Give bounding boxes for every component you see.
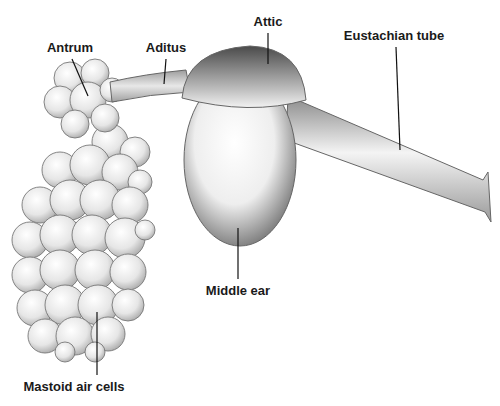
eustachian-tube-shape xyxy=(286,96,491,222)
part-label: Aditus xyxy=(144,40,188,55)
leader-line xyxy=(96,312,97,375)
leader-line xyxy=(396,47,400,150)
part-label: Attic xyxy=(252,14,285,29)
aditus-shape xyxy=(110,70,190,102)
leader-lines xyxy=(72,33,400,375)
attic-shape xyxy=(182,46,306,108)
part-label: Antrum xyxy=(45,40,95,55)
mastoid-cells-shape xyxy=(12,124,155,362)
part-label: Middle ear xyxy=(204,283,272,298)
part-label: Mastoid air cells xyxy=(21,379,126,394)
part-label: Eustachian tube xyxy=(342,28,446,43)
leader-line xyxy=(267,33,268,64)
leader-line xyxy=(72,59,88,96)
leader-line xyxy=(164,59,166,84)
leader-line xyxy=(237,228,238,279)
